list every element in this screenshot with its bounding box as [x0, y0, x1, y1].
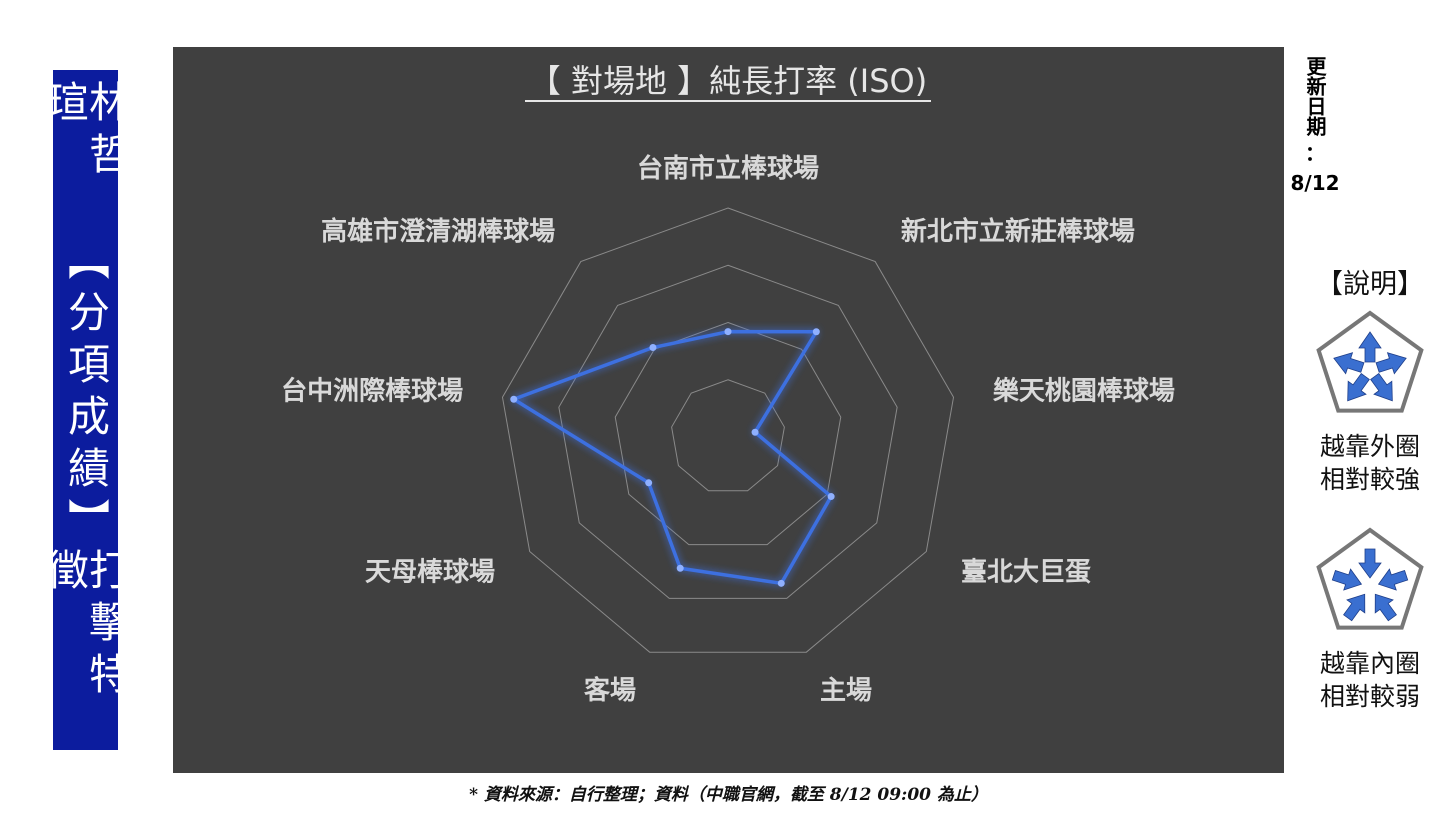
- legend-outer-line1: 越靠外圈: [1319, 432, 1420, 461]
- inward-arrow-2: [1374, 593, 1397, 622]
- axis-label-0: 台南市立棒球場: [637, 153, 819, 184]
- radar-ring-3: [558, 264, 898, 599]
- data-point-1: [812, 328, 820, 336]
- legend-title: 【說明】: [1316, 269, 1424, 300]
- outward-arrows-icon: [1316, 310, 1424, 413]
- inward-arrow-3: [1343, 593, 1366, 622]
- footnote: * 資料來源：自行整理；資料（中職官網，截至 8/12 09:00 為止）: [469, 785, 988, 805]
- outward-arrow-0: [1358, 331, 1382, 363]
- axis-label-7: 台中洲際棒球場: [281, 375, 463, 406]
- side-banner: 林哲瑄 【分項成績】 打擊特徵: [41, 70, 132, 750]
- inward-arrows-icon: [1316, 527, 1424, 630]
- axis-label-5: 客場: [584, 675, 636, 706]
- topic-label: 打擊特徵: [40, 547, 132, 704]
- pentagon-outline: [1316, 527, 1424, 630]
- update-value: 8/12: [1290, 171, 1340, 195]
- update-colon: ：: [1305, 141, 1325, 165]
- player-name: 林哲瑄: [40, 80, 132, 184]
- data-point-3: [827, 493, 835, 501]
- update-label: 更新日期: [1303, 56, 1327, 136]
- outward-arrow-3: [1347, 372, 1370, 402]
- data-point-8: [649, 344, 657, 352]
- outward-arrow-1: [1375, 352, 1407, 375]
- legend-outer-caption: 越靠外圈 相對較強: [1300, 430, 1440, 496]
- radar-ring-1: [671, 379, 785, 492]
- outward-arrow-4: [1333, 352, 1365, 375]
- chart-title: 【 對場地 】純長打率 (ISO): [529, 62, 927, 100]
- series-line: [512, 329, 833, 586]
- inward-arrow-4: [1331, 568, 1363, 591]
- axis-label-3: 臺北大巨蛋: [961, 558, 1091, 588]
- radar-ring-2: [614, 321, 842, 546]
- chart-panel: 台南市立棒球場新北市立新莊棒球場樂天桃園棒球場臺北大巨蛋主場 客場 天母棒球場 台中洲…: [173, 47, 1284, 773]
- update-date: 更新日期 ： 8/12: [1290, 56, 1339, 196]
- axis-label-6: 天母棒球場: [365, 558, 495, 588]
- inward-arrow-1: [1377, 568, 1409, 591]
- legend-outer-line2: 相對較強: [1319, 465, 1420, 494]
- data-point-6: [645, 479, 653, 487]
- section-label: 【分項成績】: [61, 237, 111, 550]
- axis-label-8: 高雄市澄清湖棒球場: [321, 216, 555, 247]
- legend-inner-caption: 越靠內圈 相對較弱: [1300, 647, 1440, 713]
- radar-ring-4: [501, 207, 955, 653]
- data-point-4: [777, 579, 785, 587]
- axis-label-4: 主場: [820, 676, 872, 706]
- legend-inner-line1: 越靠內圈: [1319, 649, 1420, 678]
- data-point-2: [751, 428, 759, 436]
- data-point-7: [510, 395, 518, 403]
- legend-inner-line2: 相對較弱: [1319, 682, 1420, 711]
- axis-label-1: 新北市立新莊棒球場: [901, 216, 1135, 247]
- outward-arrow-2: [1370, 372, 1393, 402]
- axis-label-2: 樂天桃園棒球場: [993, 375, 1175, 406]
- data-point-5: [676, 564, 684, 572]
- data-point-0: [724, 328, 732, 336]
- inward-arrow-0: [1358, 548, 1382, 579]
